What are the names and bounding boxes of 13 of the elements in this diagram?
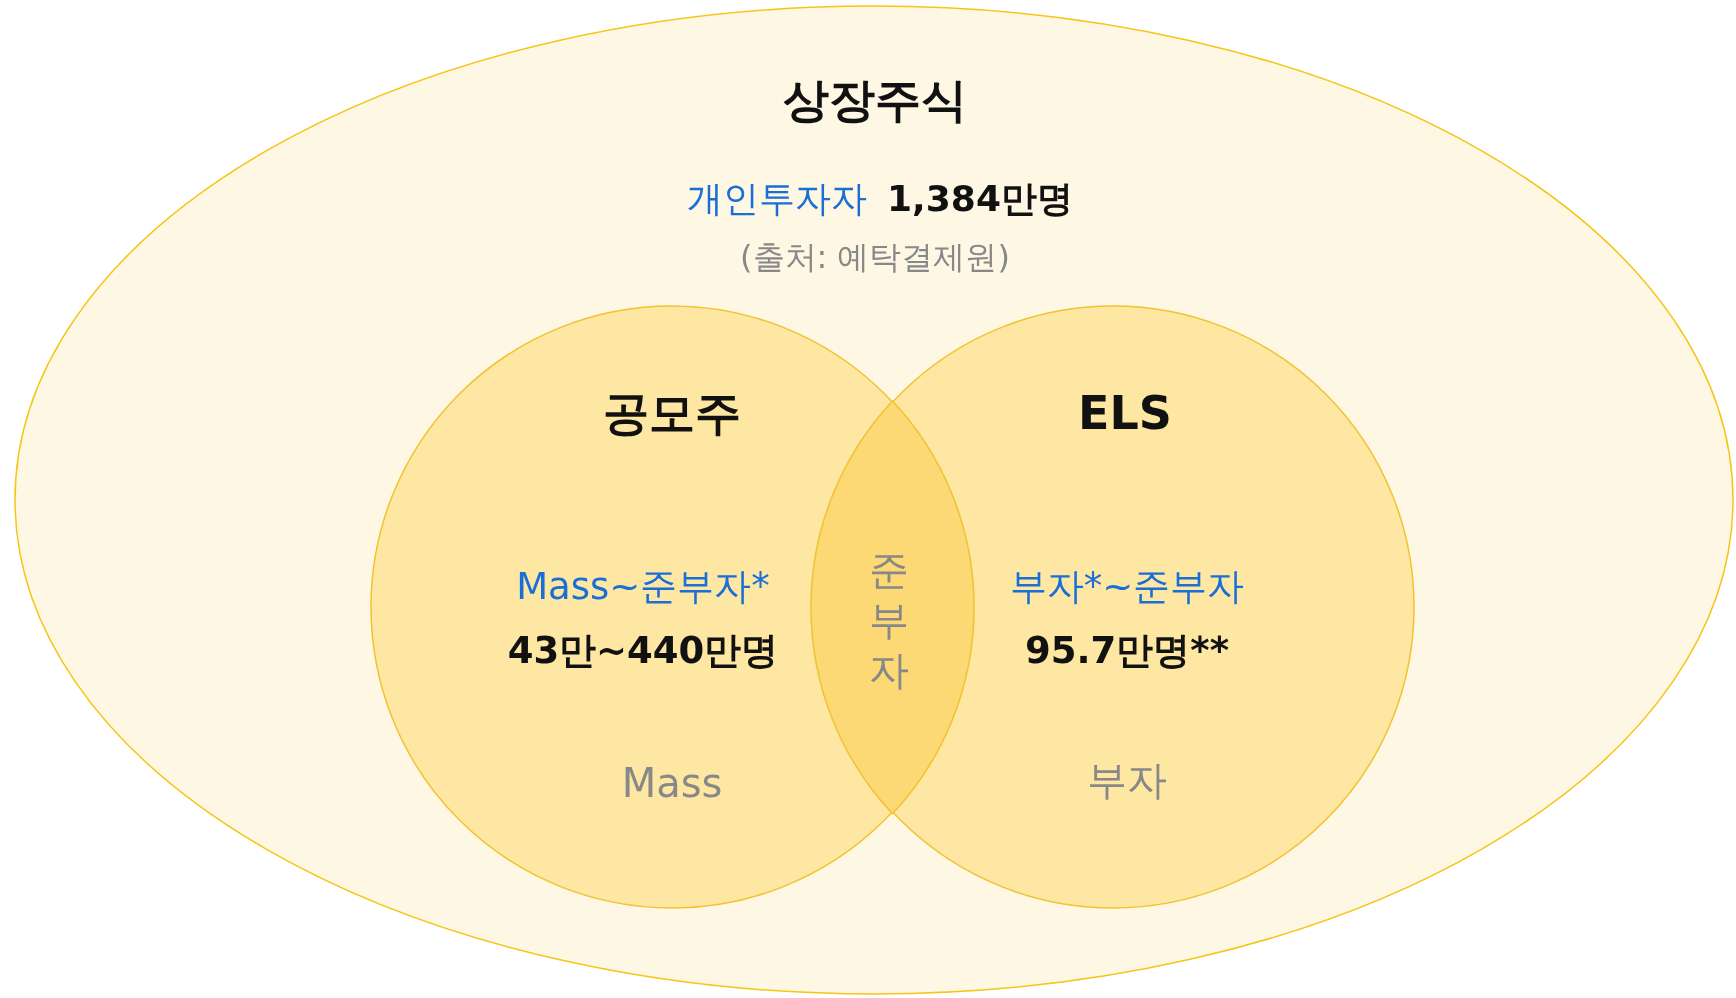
count-text: 1,384만명 (887, 178, 1073, 220)
segment-label: 준부자 (869, 546, 909, 695)
group-label: 개인투자자 (687, 178, 867, 220)
count-text: 43만~440만명 (507, 629, 779, 673)
segment-label: Mass (621, 760, 723, 806)
source-note: (출처: 예탁결제원) (740, 238, 1010, 276)
set-title: 상장주식 (783, 73, 967, 127)
range-label: 부자*~준부자 (1009, 565, 1245, 609)
range-label: Mass~준부자* (516, 565, 770, 609)
segment-label: 부자 (1087, 757, 1167, 803)
count-text: 95.7만명** (1025, 629, 1229, 673)
set-title: 공모주 (603, 386, 741, 440)
set-title: ELS (1078, 386, 1172, 440)
